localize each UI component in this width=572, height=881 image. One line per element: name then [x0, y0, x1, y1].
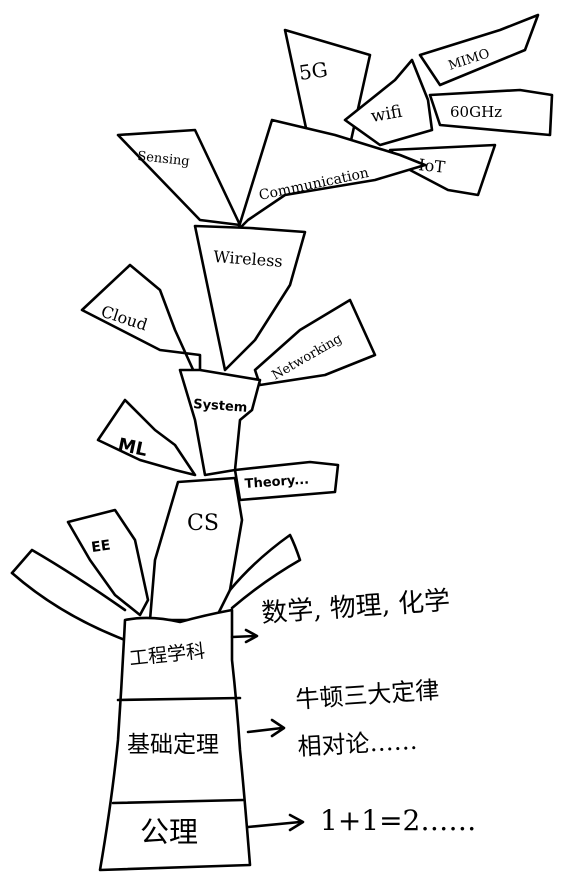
label-iot: IoT — [418, 155, 447, 177]
label-sensing: Sensing — [137, 149, 191, 169]
label-5g: 5G — [297, 57, 329, 85]
label-ee: EE — [90, 537, 111, 556]
cs-subtree — [96, 398, 340, 622]
trunk-divider-2 — [111, 798, 245, 805]
node-theory — [233, 460, 340, 502]
annotation-axiom-example: 1+1=2…… — [320, 804, 476, 837]
annotation-laws-line1: 牛顿三大定律 — [294, 676, 440, 714]
node-mimo — [418, 13, 540, 87]
trunk — [98, 608, 252, 872]
node-60ghz — [428, 88, 554, 137]
left-branch-upper — [10, 548, 127, 612]
trunk-branches — [10, 508, 302, 642]
right-branch — [228, 533, 302, 610]
label-theory: Theory... — [244, 473, 309, 492]
node-wifi — [343, 58, 434, 147]
label-60ghz: 60GHz — [450, 103, 502, 121]
node-wireless — [193, 224, 307, 372]
trunk-divider-1 — [116, 696, 242, 702]
node-ml — [96, 398, 197, 477]
arrow-line-axioms — [246, 820, 302, 829]
arrow-line-sciences — [230, 634, 257, 639]
trunk-outline — [98, 608, 252, 872]
arrow-head-laws — [270, 718, 286, 738]
node-sensing — [116, 128, 242, 227]
wireless-subtree — [116, 13, 554, 372]
annotation-sciences: 数学, 物理, 化学 — [260, 586, 451, 629]
arrow-line-laws — [246, 726, 284, 734]
label-cs: CS — [187, 511, 219, 536]
annotation-labels: 数学, 物理, 化学 牛顿三大定律 相对论…… 1+1=2…… — [260, 586, 476, 837]
annotation-arrows — [230, 628, 305, 832]
system-subtree — [80, 263, 377, 477]
arrow-head-sciences — [244, 628, 259, 644]
label-wireless: Wireless — [213, 247, 284, 271]
annotation-laws-line2: 相对论…… — [297, 727, 418, 761]
node-ee — [66, 508, 150, 617]
label-axioms: 公理 — [140, 815, 198, 849]
label-system: System — [193, 397, 248, 416]
node-system — [178, 368, 262, 477]
node-cloud — [80, 263, 202, 387]
node-cs — [148, 476, 244, 622]
left-branch-lower — [10, 571, 127, 642]
arrow-head-axioms — [288, 813, 305, 832]
label-basic-theorems: 基础定理 — [127, 732, 219, 758]
